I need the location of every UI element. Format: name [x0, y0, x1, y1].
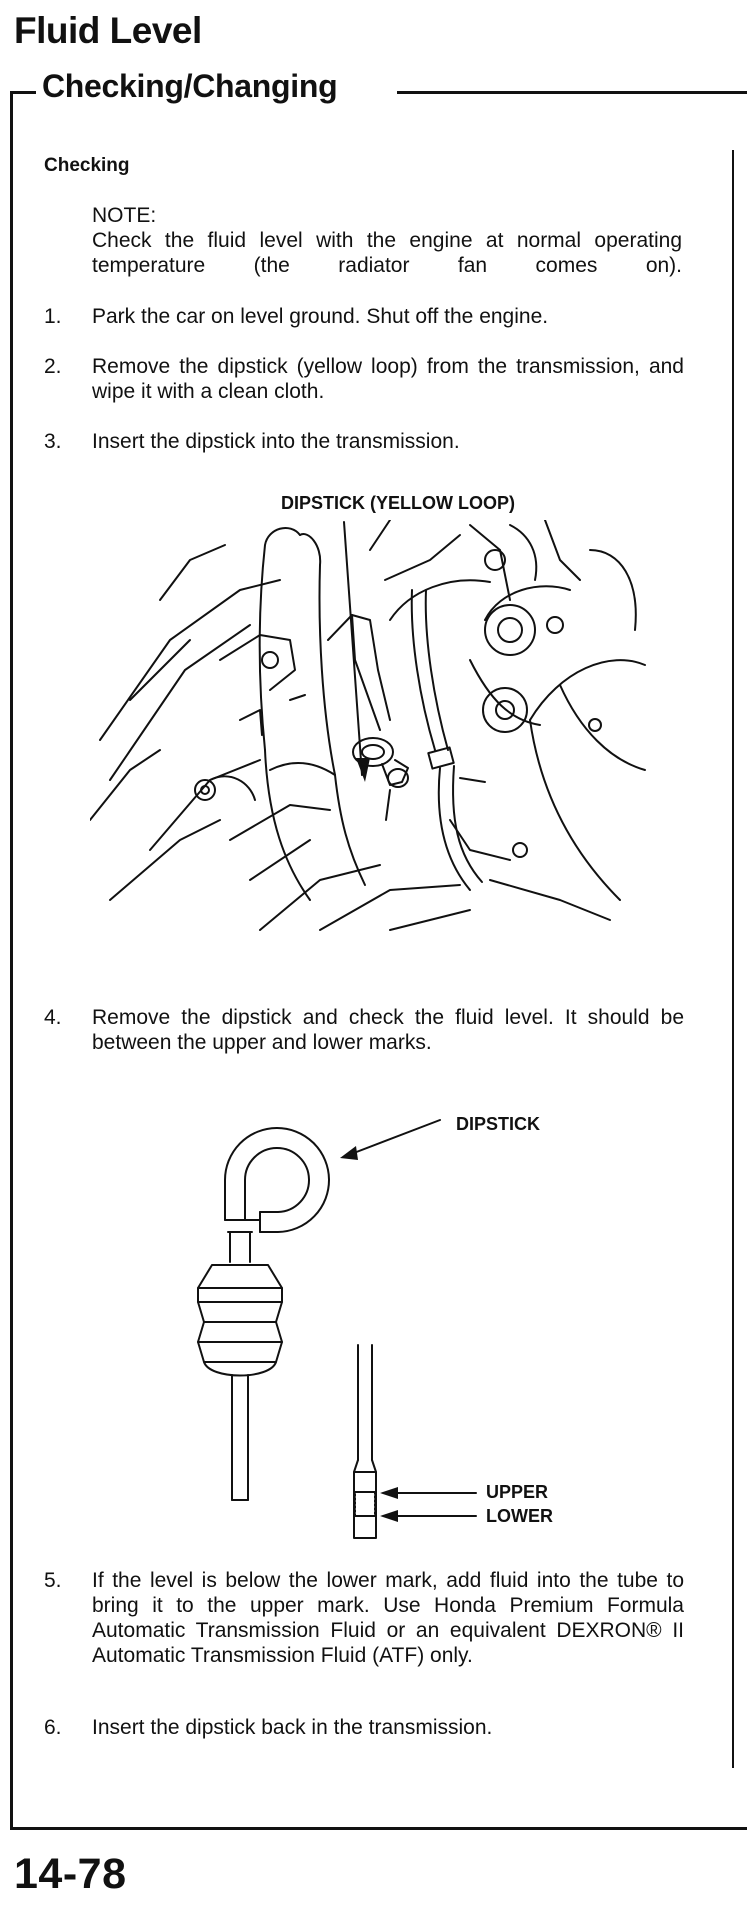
lower-mark-label: LOWER	[486, 1506, 553, 1526]
frame-bottom-rule	[10, 1827, 747, 1830]
step-number: 3.	[44, 430, 62, 453]
frame-left-tick	[10, 91, 36, 94]
step-number: 6.	[44, 1716, 62, 1739]
step-number: 2.	[44, 355, 62, 378]
step-number: 4.	[44, 1006, 62, 1029]
page-title: Fluid Level	[14, 10, 202, 51]
step-text: Remove the dipstick and check the fluid …	[92, 1006, 684, 1054]
step-text: Insert the dipstick back in the transmis…	[92, 1716, 493, 1739]
note-label: NOTE:	[92, 204, 157, 227]
engine-bay-illustration	[90, 520, 646, 931]
page-number: 14-78	[14, 1850, 127, 1898]
step-5: 5. If the level is below the lower mark,…	[44, 1568, 684, 1668]
step-text: Insert the dipstick into the transmissio…	[92, 430, 460, 453]
dipstick-label: DIPSTICK	[456, 1114, 541, 1134]
note-text: Check the fluid level with the engine at…	[92, 229, 682, 277]
step-text: Park the car on level ground. Shut off t…	[92, 305, 549, 328]
frame-left-rule	[10, 91, 13, 1829]
upper-mark-label: UPPER	[486, 1482, 549, 1502]
step-number: 1.	[44, 305, 62, 328]
step-text: Remove the dipstick (yellow loop) from t…	[92, 355, 684, 403]
step-6: 6. Insert the dipstick back in the trans…	[44, 1715, 684, 1740]
step-number: 5.	[44, 1569, 62, 1592]
step-4: 4. Remove the dipstick and check the flu…	[44, 1005, 684, 1055]
section-heading: Checking	[44, 155, 130, 176]
step-3: 3. Insert the dipstick into the transmis…	[44, 429, 684, 454]
engine-figure-caption: DIPSTICK (YELLOW LOOP)	[281, 493, 515, 513]
step-text: If the level is below the lower mark, ad…	[92, 1569, 684, 1667]
section-subtitle: Checking/Changing	[42, 68, 338, 104]
step-2: 2. Remove the dipstick (yellow loop) fro…	[44, 354, 684, 404]
header-rule	[397, 91, 747, 94]
dipstick-illustration	[197, 1119, 477, 1539]
frame-right-rule	[732, 150, 734, 1768]
step-1: 1. Park the car on level ground. Shut of…	[44, 304, 684, 329]
